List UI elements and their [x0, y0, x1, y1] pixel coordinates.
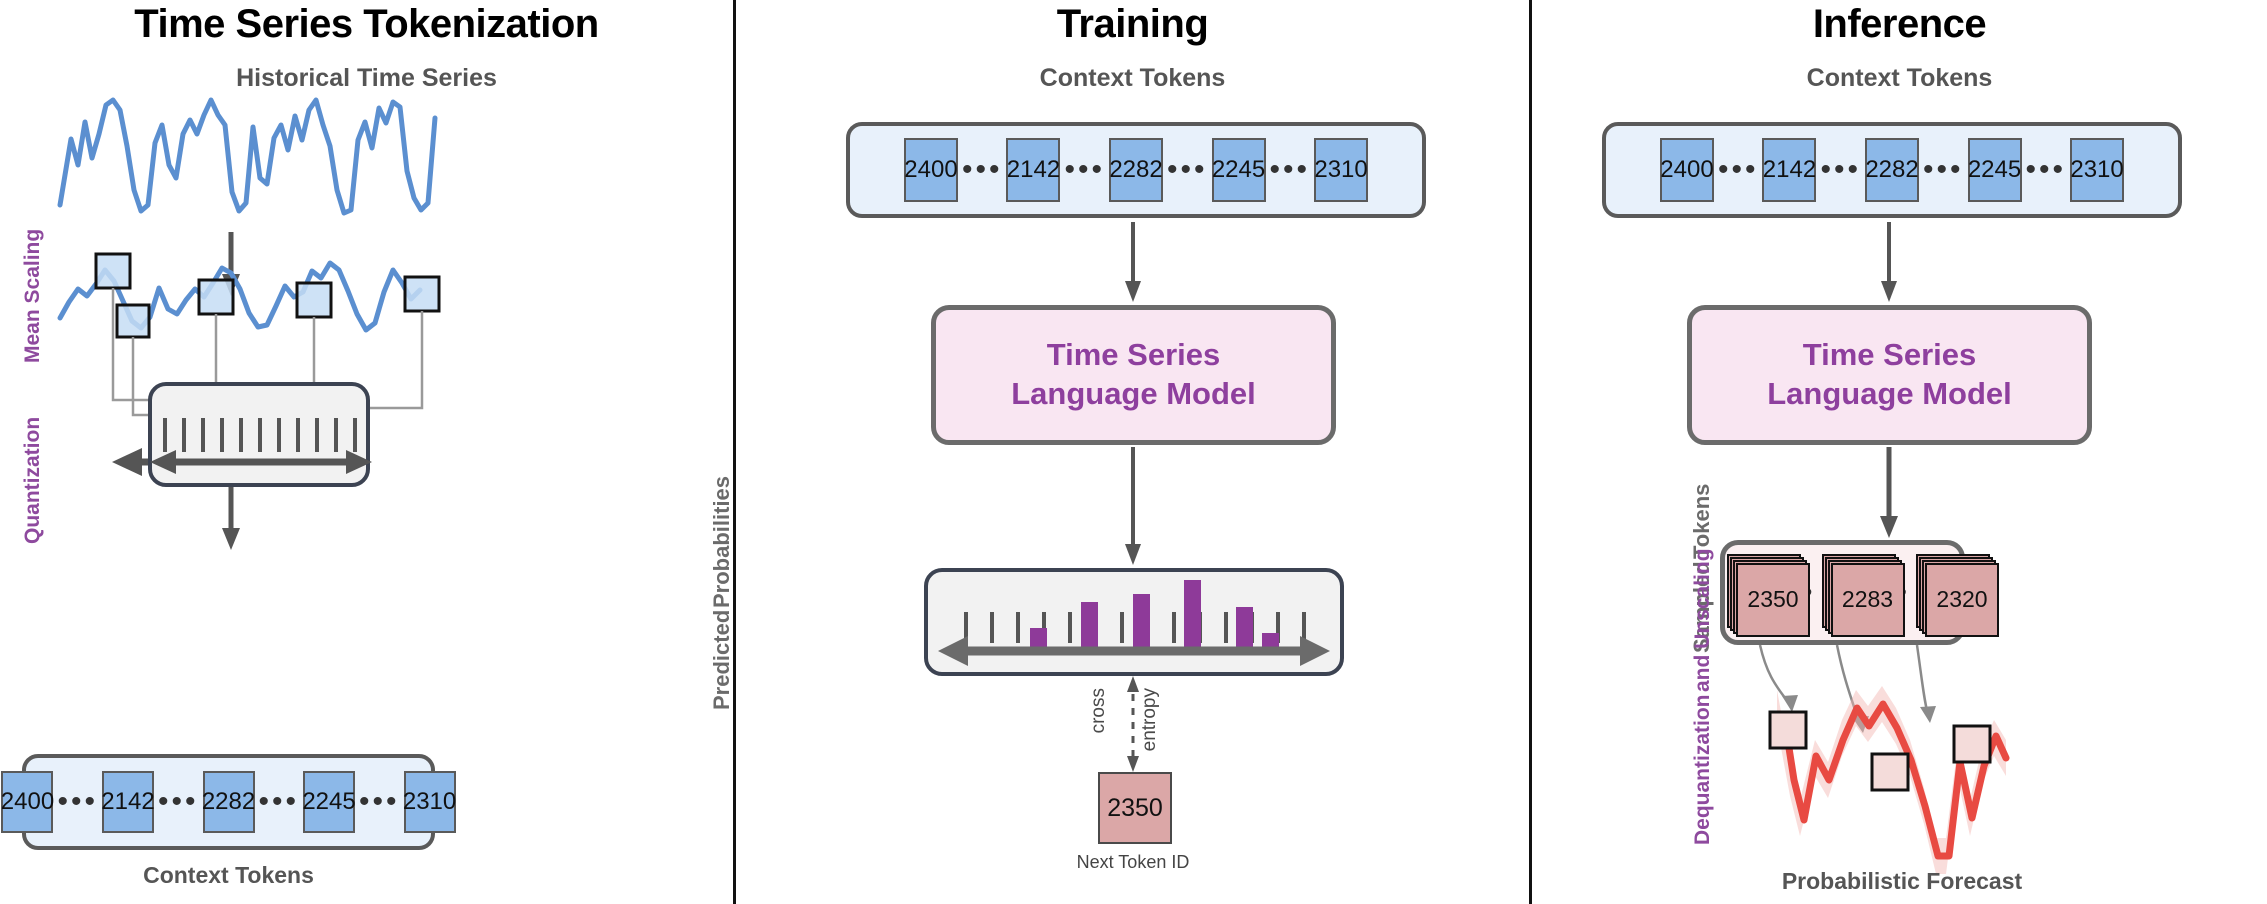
token-3[interactable]: 2245	[1211, 138, 1266, 202]
language-model-box-training[interactable]: Time Series Language Model	[931, 305, 1336, 445]
token-2[interactable]: 2282	[1109, 138, 1163, 202]
sampled-token-0[interactable]: 2350	[1727, 553, 1810, 637]
token-marker-4	[295, 281, 333, 319]
prob-bar-10	[1184, 580, 1201, 649]
historical-series-title: Historical Time Series	[236, 64, 497, 92]
page-title-training: Training	[1056, 2, 1209, 46]
arrow-tokens-to-model-head	[1125, 281, 1141, 302]
token-1[interactable]: 2142	[1762, 138, 1817, 202]
token-0[interactable]: 2400	[1659, 138, 1714, 202]
forecast-line	[1780, 700, 2010, 860]
next-token-id-caption: Next Token ID	[1076, 852, 1190, 872]
cross-entropy-label-line1: cross	[1088, 688, 1109, 734]
token-marker-1	[94, 252, 132, 290]
token-3[interactable]: 2245	[1967, 138, 2022, 202]
token-4[interactable]: 2310	[1314, 138, 1369, 202]
context-tokens-caption-training: Context Tokens	[1039, 64, 1226, 92]
token-3[interactable]: 2245	[302, 771, 356, 833]
context-tokens-container-tokenization: 2400 ••• 2142 ••• 2282 ••• 2245 ••• 2310	[1, 754, 456, 850]
next-token-id[interactable]: 2350	[1098, 772, 1172, 844]
token-4[interactable]: 2310	[403, 771, 456, 833]
context-tokens-container-training: 2400 ••• 2142 ••• 2282 ••• 2245 ••• 2310	[846, 122, 1426, 218]
prob-bar-6	[1081, 602, 1098, 649]
token-marker-5	[403, 275, 441, 313]
cross-entropy-label-line2: entropy	[1139, 688, 1160, 752]
historical-series-line	[57, 97, 438, 216]
probability-axis-arrow-left	[938, 636, 968, 666]
page-title-tokenization: Time Series Tokenization	[134, 2, 599, 46]
page-title-inference: Inference	[1812, 2, 1987, 46]
panel-inference: Inference Context Tokens 2400 ••• 2142 •…	[1532, 0, 2267, 904]
probability-bars	[1030, 580, 1279, 649]
language-model-box-inference[interactable]: Time Series Language Model	[1687, 305, 2092, 445]
forecast-marker-3	[1952, 724, 1992, 764]
token-ellipsis-2: •••	[258, 785, 300, 818]
token-ellipsis-0: •••	[57, 785, 98, 818]
context-tokens-caption-tokenization: Context Tokens	[143, 862, 314, 888]
panel-training: Training Context Tokens 2400 ••• 2142 ••…	[709, 0, 1529, 904]
language-model-label-line2: Language Model	[1011, 376, 1256, 411]
language-model-label-line1: Time Series	[1046, 337, 1221, 373]
token-0[interactable]: 2400	[903, 138, 958, 202]
prob-bar-4	[1030, 628, 1047, 649]
sampled-token-1-value: 2283	[1830, 562, 1905, 637]
token-2[interactable]: 2282	[1865, 138, 1919, 202]
probability-axis-arrow-right	[1300, 636, 1330, 666]
tokens-arrow-head	[222, 528, 240, 550]
token-marker-3	[197, 278, 235, 316]
sampled-token-2-value: 2320	[1925, 562, 1999, 637]
prob-bar-8	[1133, 594, 1150, 649]
forecast-uncertainty-band	[1777, 686, 2006, 874]
forecast-marker-1	[1768, 710, 1808, 750]
language-model-label: Time Series Language Model	[1011, 336, 1256, 414]
token-marker-2	[115, 303, 151, 339]
quantization-axis-arrow-left	[112, 448, 142, 476]
predicted-probabilities-line1: Predicted	[709, 609, 735, 710]
training-flow-diagram	[938, 222, 1330, 772]
token-1[interactable]: 2142	[1006, 138, 1061, 202]
context-tokens-container-inference: 2400 ••• 2142 ••• 2282 ••• 2245 ••• 2310	[1602, 122, 2182, 218]
arrow-tokens-to-model-head	[1881, 281, 1897, 302]
language-model-label-line1: Time Series	[1802, 337, 1977, 373]
context-tokens-caption-inference: Context Tokens	[1806, 64, 1993, 92]
prob-bar-12	[1236, 607, 1253, 649]
panel-divider-2	[1529, 0, 1532, 904]
token-0[interactable]: 2400	[1, 771, 54, 833]
language-model-label-line2: Language Model	[1767, 376, 2012, 411]
sampled-token-0-value: 2350	[1736, 562, 1810, 637]
inference-flow-diagram	[1758, 222, 2010, 874]
probabilistic-forecast-caption: Probabilistic Forecast	[1781, 868, 2023, 894]
panel-tokenization: Time Series Tokenization Historical Time…	[0, 0, 733, 904]
cross-entropy-arrow-down	[1127, 756, 1139, 772]
token-1[interactable]: 2142	[101, 771, 155, 833]
sampled-token-2[interactable]: 2320	[1916, 553, 1999, 637]
quantization-bins-box	[148, 382, 370, 487]
token-2[interactable]: 2282	[202, 771, 255, 833]
token-4[interactable]: 2310	[2070, 138, 2125, 202]
token-ellipsis-3: •••	[359, 785, 400, 818]
scaled-series-line	[57, 260, 423, 333]
arrow-model-to-probs-head	[1125, 544, 1141, 565]
prob-bar-13	[1262, 633, 1279, 649]
arrow-model-to-sampled-head	[1880, 516, 1898, 538]
panel-divider-1	[733, 0, 736, 904]
language-model-label: Time Series Language Model	[1767, 336, 2012, 414]
predicted-probabilities-line2: Probabilities	[709, 475, 735, 608]
token-ellipsis-1: •••	[157, 785, 199, 818]
sampled-token-1[interactable]: 2283	[1821, 553, 1905, 637]
cross-entropy-arrow-up	[1127, 676, 1139, 692]
sampled-tokens-container: 2350 ••• 2283 ••• 2320	[1720, 540, 1999, 645]
forecast-marker-2	[1870, 752, 1910, 792]
